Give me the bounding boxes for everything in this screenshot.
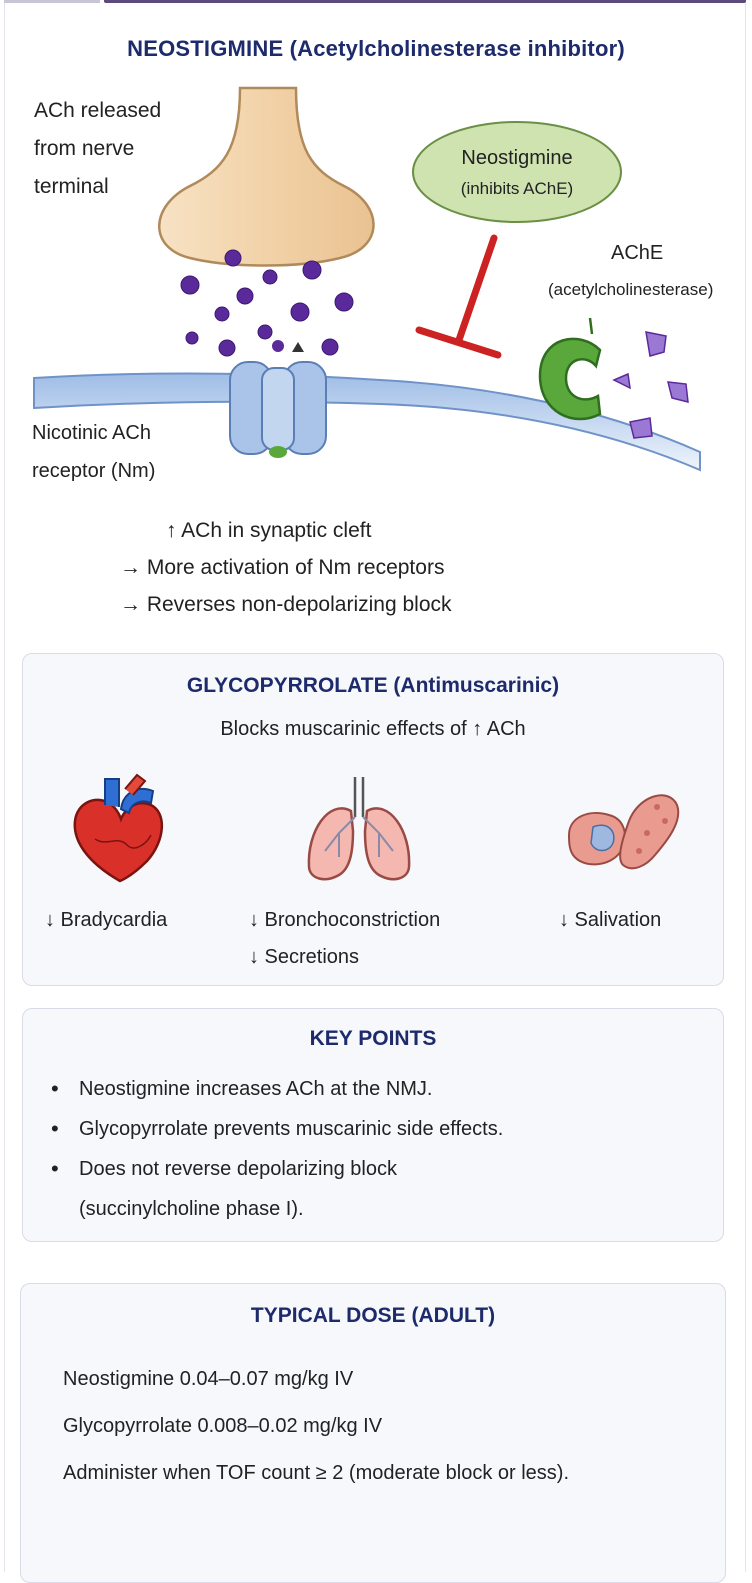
release-label-line: ACh released xyxy=(34,99,162,122)
nicotinic-receptor xyxy=(229,340,327,458)
ach-molecules xyxy=(180,249,354,357)
release-label: ACh released from nerve terminal xyxy=(34,92,161,206)
neostigmine-title: Neostigmine xyxy=(461,147,573,169)
dose-line: Administer when TOF count ≥ 2 (moderate … xyxy=(63,1462,569,1484)
effect-line: → Reverses non-depolarizing block xyxy=(120,593,452,616)
top-bar xyxy=(104,0,746,3)
key-point-item: Neostigmine increases ACh at the NMJ. xyxy=(51,1069,519,1109)
key-point-item: Glycopyrrolate prevents muscarinic side … xyxy=(51,1109,519,1149)
ach-fragments xyxy=(612,331,689,439)
organ-effect-line: ↓ Bronchoconstriction xyxy=(249,909,441,931)
page-frame xyxy=(4,0,746,1572)
ache-full-label: (acetylcholinesterase) xyxy=(548,280,714,299)
salivary-gland-icon xyxy=(567,794,680,870)
organ-effect-line: ↓ Salivation xyxy=(559,909,662,931)
neostigmine-bubble xyxy=(412,121,622,223)
page-title: NEOSTIGMINE (Acetylcholinesterase inhibi… xyxy=(127,36,625,61)
ache-label: AChE xyxy=(611,242,664,264)
key-point-item: Does not reverse depolarizing block (suc… xyxy=(51,1149,519,1229)
synapse-diagram xyxy=(33,86,701,472)
organ-effect-line: ↓ Secretions xyxy=(249,946,360,968)
neostigmine-subtitle: (inhibits AChE) xyxy=(460,179,574,198)
organ-label-saliva: ↓ Salivation xyxy=(559,902,661,939)
effect-line: ↑ ACh in synaptic cleft xyxy=(166,519,372,542)
dose-lines: Neostigmine 0.04–0.07 mg/kg IV Glycopyrr… xyxy=(63,1356,569,1497)
key-points-panel: KEY POINTS Neostigmine increases ACh at … xyxy=(22,1008,724,1242)
release-label-line: terminal xyxy=(34,175,109,198)
dose-title: TYPICAL DOSE (ADULT) xyxy=(250,1304,496,1327)
organ-label-lungs: ↓ Bronchoconstriction ↓ Secretions xyxy=(249,902,440,976)
inhibit-bar xyxy=(415,234,502,359)
release-label-line: from nerve xyxy=(34,137,135,160)
receptor-label-line: receptor (Nm) xyxy=(32,460,156,482)
heart-icon xyxy=(73,773,164,883)
key-points-list: Neostigmine increases ACh at the NMJ. Gl… xyxy=(51,1069,519,1229)
lungs-icon xyxy=(307,777,411,881)
dose-line: Glycopyrrolate 0.008–0.02 mg/kg IV xyxy=(63,1415,383,1437)
glycopyrrolate-panel: GLYCOPYRROLATE (Antimuscarinic) Blocks m… xyxy=(22,653,724,986)
dose-line: Neostigmine 0.04–0.07 mg/kg IV xyxy=(63,1368,354,1390)
nerve-terminal xyxy=(158,86,375,267)
effect-line: → More activation of Nm receptors xyxy=(120,556,445,579)
receptor-label: Nicotinic ACh receptor (Nm) xyxy=(32,414,155,490)
key-points-title: KEY POINTS xyxy=(309,1027,437,1050)
receptor-label-line: Nicotinic ACh xyxy=(32,422,151,444)
organ-effect-line: ↓ Bradycardia xyxy=(45,909,168,931)
dose-panel: TYPICAL DOSE (ADULT) Neostigmine 0.04–0.… xyxy=(20,1283,726,1583)
glyco-title: GLYCOPYRROLATE (Antimuscarinic) xyxy=(186,674,560,697)
ache-enzyme xyxy=(538,317,602,421)
glyco-subtitle: Blocks muscarinic effects of ↑ ACh xyxy=(220,718,526,740)
top-bar-left xyxy=(4,0,100,3)
organ-label-heart: ↓ Bradycardia xyxy=(45,902,167,939)
synapse-effects: ↑ ACh in synaptic cleft → More activatio… xyxy=(120,512,452,623)
